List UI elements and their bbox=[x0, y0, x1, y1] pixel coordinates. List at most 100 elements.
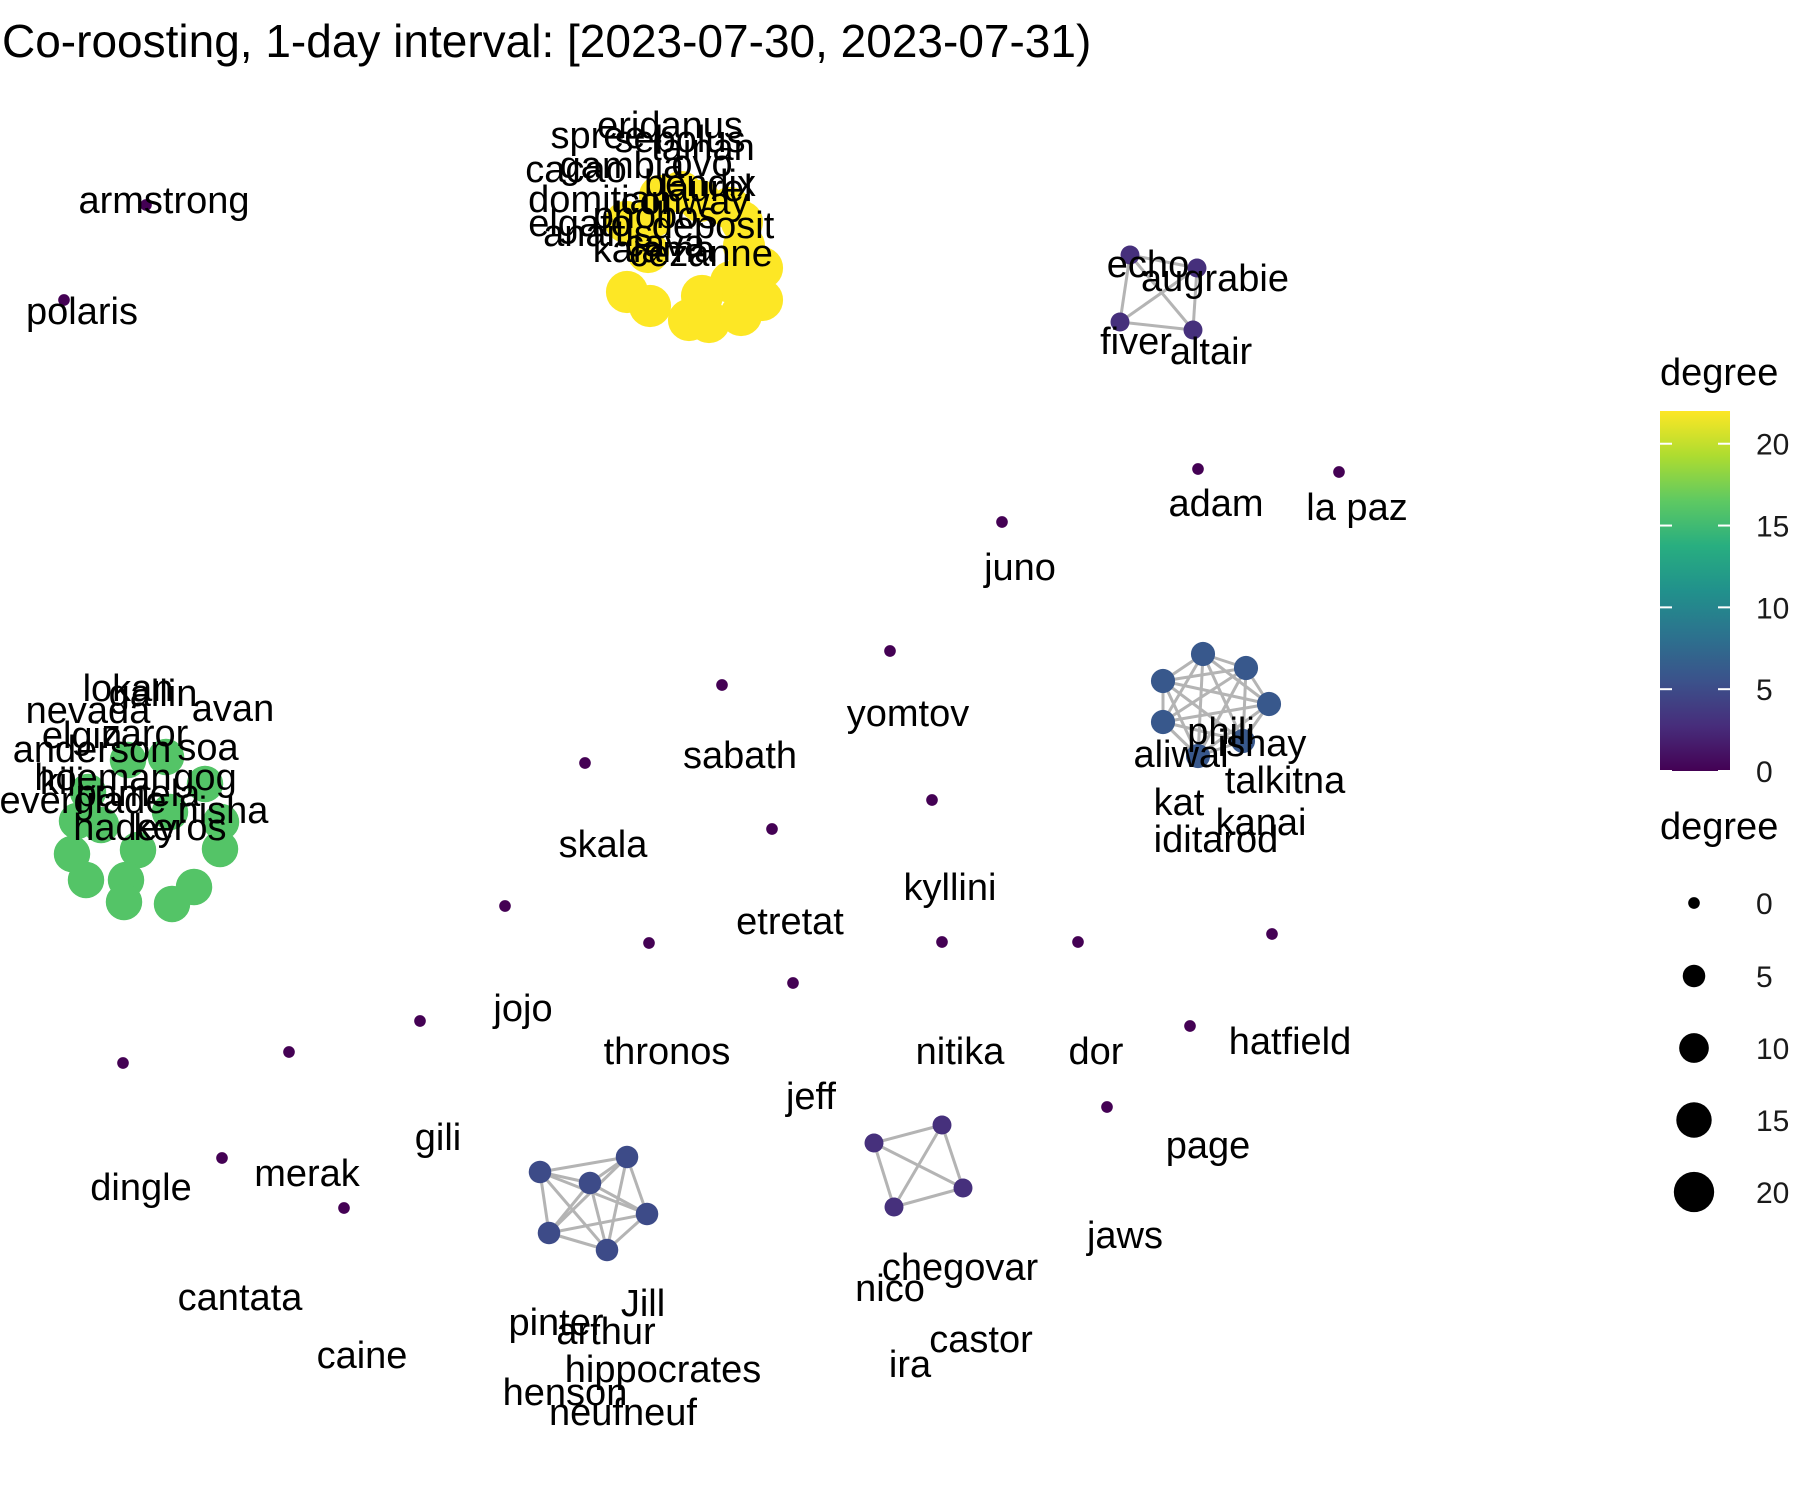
node-hatfield bbox=[1266, 928, 1278, 940]
node-label-zaror: zaror bbox=[102, 713, 189, 755]
node-label-kat: kat bbox=[1154, 782, 1205, 824]
edge-chegovar-castor bbox=[940, 1124, 965, 1189]
node-jill bbox=[615, 1145, 639, 1169]
size-legend-key-15 bbox=[1676, 1102, 1712, 1138]
size-legend-label-0: 0 bbox=[1756, 888, 1773, 921]
node-label-adam: adam bbox=[1168, 483, 1263, 525]
node-label-bendix: bendix bbox=[644, 163, 756, 205]
node-label-henson: henson bbox=[503, 1372, 628, 1414]
node-fiver bbox=[1110, 312, 1130, 332]
node-label-gog: gog bbox=[173, 757, 236, 799]
edge-ishay-kanai bbox=[1241, 667, 1248, 742]
node-label-elgin: elgin bbox=[42, 715, 122, 757]
node-label-dor: dor bbox=[1069, 1031, 1124, 1073]
node-label-dingle: dingle bbox=[90, 1167, 191, 1209]
node-label-pamela: pamela bbox=[76, 773, 201, 815]
node-merak bbox=[283, 1046, 295, 1058]
node-label-merak: merak bbox=[254, 1153, 361, 1195]
node-label-domitian: domitian bbox=[528, 179, 672, 221]
node-armstrong bbox=[140, 199, 152, 211]
node-label-nitika: nitika bbox=[916, 1031, 1006, 1073]
node-label-echo: echo bbox=[1107, 244, 1189, 286]
node-label-cantata: cantata bbox=[178, 1277, 304, 1319]
node-soa bbox=[202, 803, 240, 841]
node-label-neufneuf: neufneuf bbox=[549, 1392, 697, 1434]
node-cantata bbox=[216, 1152, 228, 1164]
node-echo bbox=[1120, 245, 1140, 265]
node-hadey bbox=[105, 883, 143, 921]
edge-jill-neufneuf bbox=[605, 1156, 629, 1251]
node-label-page: page bbox=[1166, 1125, 1251, 1167]
node-label-iditarod: iditarod bbox=[1154, 819, 1279, 861]
node-label-cacao: cacao bbox=[525, 149, 626, 191]
node-augrabie bbox=[1187, 258, 1207, 278]
node-label-kalama: kalama bbox=[593, 229, 716, 271]
node-kanai bbox=[1230, 728, 1256, 754]
edge-nico-ira bbox=[872, 1142, 896, 1208]
node-label-soa: soa bbox=[177, 727, 239, 769]
size-legend-key-5 bbox=[1682, 964, 1706, 988]
node-label-jill: Jill bbox=[621, 1283, 665, 1325]
node-label-chegovar: chegovar bbox=[882, 1247, 1039, 1289]
size-legend-key-20 bbox=[1673, 1171, 1715, 1213]
node-polaris bbox=[58, 294, 70, 306]
edge-chegovar-ira bbox=[892, 1124, 944, 1208]
colorbar-tick-label-15: 15 bbox=[1756, 511, 1789, 544]
size-legend-label-15: 15 bbox=[1756, 1105, 1789, 1138]
node-ira bbox=[884, 1197, 904, 1217]
node-arthur bbox=[578, 1171, 602, 1195]
node-anderson bbox=[82, 806, 120, 844]
node-label-cava: cava bbox=[625, 223, 706, 265]
node-label-altair: altair bbox=[1170, 331, 1253, 373]
node-henson bbox=[537, 1221, 561, 1245]
node-label-deposit: deposit bbox=[652, 205, 775, 247]
node-label-kanai: kanai bbox=[1216, 802, 1307, 844]
node-label-tainan: tainan bbox=[651, 127, 755, 169]
node-gili bbox=[414, 1015, 426, 1027]
size-legend-key-0 bbox=[1688, 897, 1700, 909]
node-label-phobos: phobos bbox=[593, 195, 718, 237]
node-dor bbox=[1072, 936, 1084, 948]
node-label-juno: juno bbox=[983, 547, 1056, 589]
node-kyllini bbox=[926, 794, 938, 806]
node-label-nico: nico bbox=[855, 1268, 925, 1310]
node-page bbox=[1184, 1020, 1196, 1032]
node-label-la-paz: la paz bbox=[1306, 487, 1407, 529]
node-label-castor: castor bbox=[929, 1319, 1033, 1361]
size-legend-key-10 bbox=[1679, 1033, 1709, 1063]
node-skala bbox=[579, 757, 591, 769]
node-label-thronos: thronos bbox=[604, 1031, 731, 1073]
size-legend-label-10: 10 bbox=[1756, 1033, 1789, 1066]
colorbar-tick-label-0: 0 bbox=[1756, 756, 1773, 789]
size-legend-title: degree bbox=[1660, 806, 1778, 848]
node-label-laurel: laurel bbox=[660, 168, 753, 210]
edge-ishay-aliwal bbox=[1162, 666, 1247, 683]
node-hippocrates bbox=[635, 1202, 659, 1226]
colorbar-title: degree bbox=[1660, 352, 1778, 394]
node-label-avan: avan bbox=[192, 688, 274, 730]
node-label-polaris: polaris bbox=[26, 291, 138, 333]
node-label-armstrong: armstrong bbox=[78, 180, 249, 222]
node-domitian bbox=[626, 230, 670, 274]
node-label-hadey: hadey bbox=[73, 807, 177, 849]
node-label-kili: kili bbox=[40, 761, 84, 803]
edge-phili-iditarod bbox=[1196, 653, 1205, 757]
node-nitika bbox=[936, 936, 948, 948]
edge-aliwal-talkitna bbox=[1162, 679, 1270, 706]
edge-nico-chegovar bbox=[873, 1123, 943, 1145]
node-altair bbox=[1183, 320, 1203, 340]
node-dingle bbox=[117, 1057, 129, 1069]
colorbar-tick-label-5: 5 bbox=[1756, 674, 1773, 707]
labels-layer: eridanusspreesebolustainangambiaovocacao… bbox=[0, 105, 1408, 1434]
edge-arthur-neufneuf bbox=[588, 1182, 609, 1251]
edge-talkitna-kat bbox=[1162, 702, 1270, 724]
edge-pinter-jill bbox=[539, 1155, 628, 1174]
node-label-ishay: ishay bbox=[1218, 723, 1307, 765]
node-cava bbox=[687, 300, 731, 344]
node-label-conway: conway bbox=[621, 181, 750, 223]
node-nevada bbox=[69, 773, 107, 811]
node-label-eridanus: eridanus bbox=[597, 105, 743, 147]
node-castor bbox=[953, 1178, 973, 1198]
node-lokan bbox=[109, 741, 147, 779]
node-neufneuf bbox=[595, 1238, 619, 1262]
